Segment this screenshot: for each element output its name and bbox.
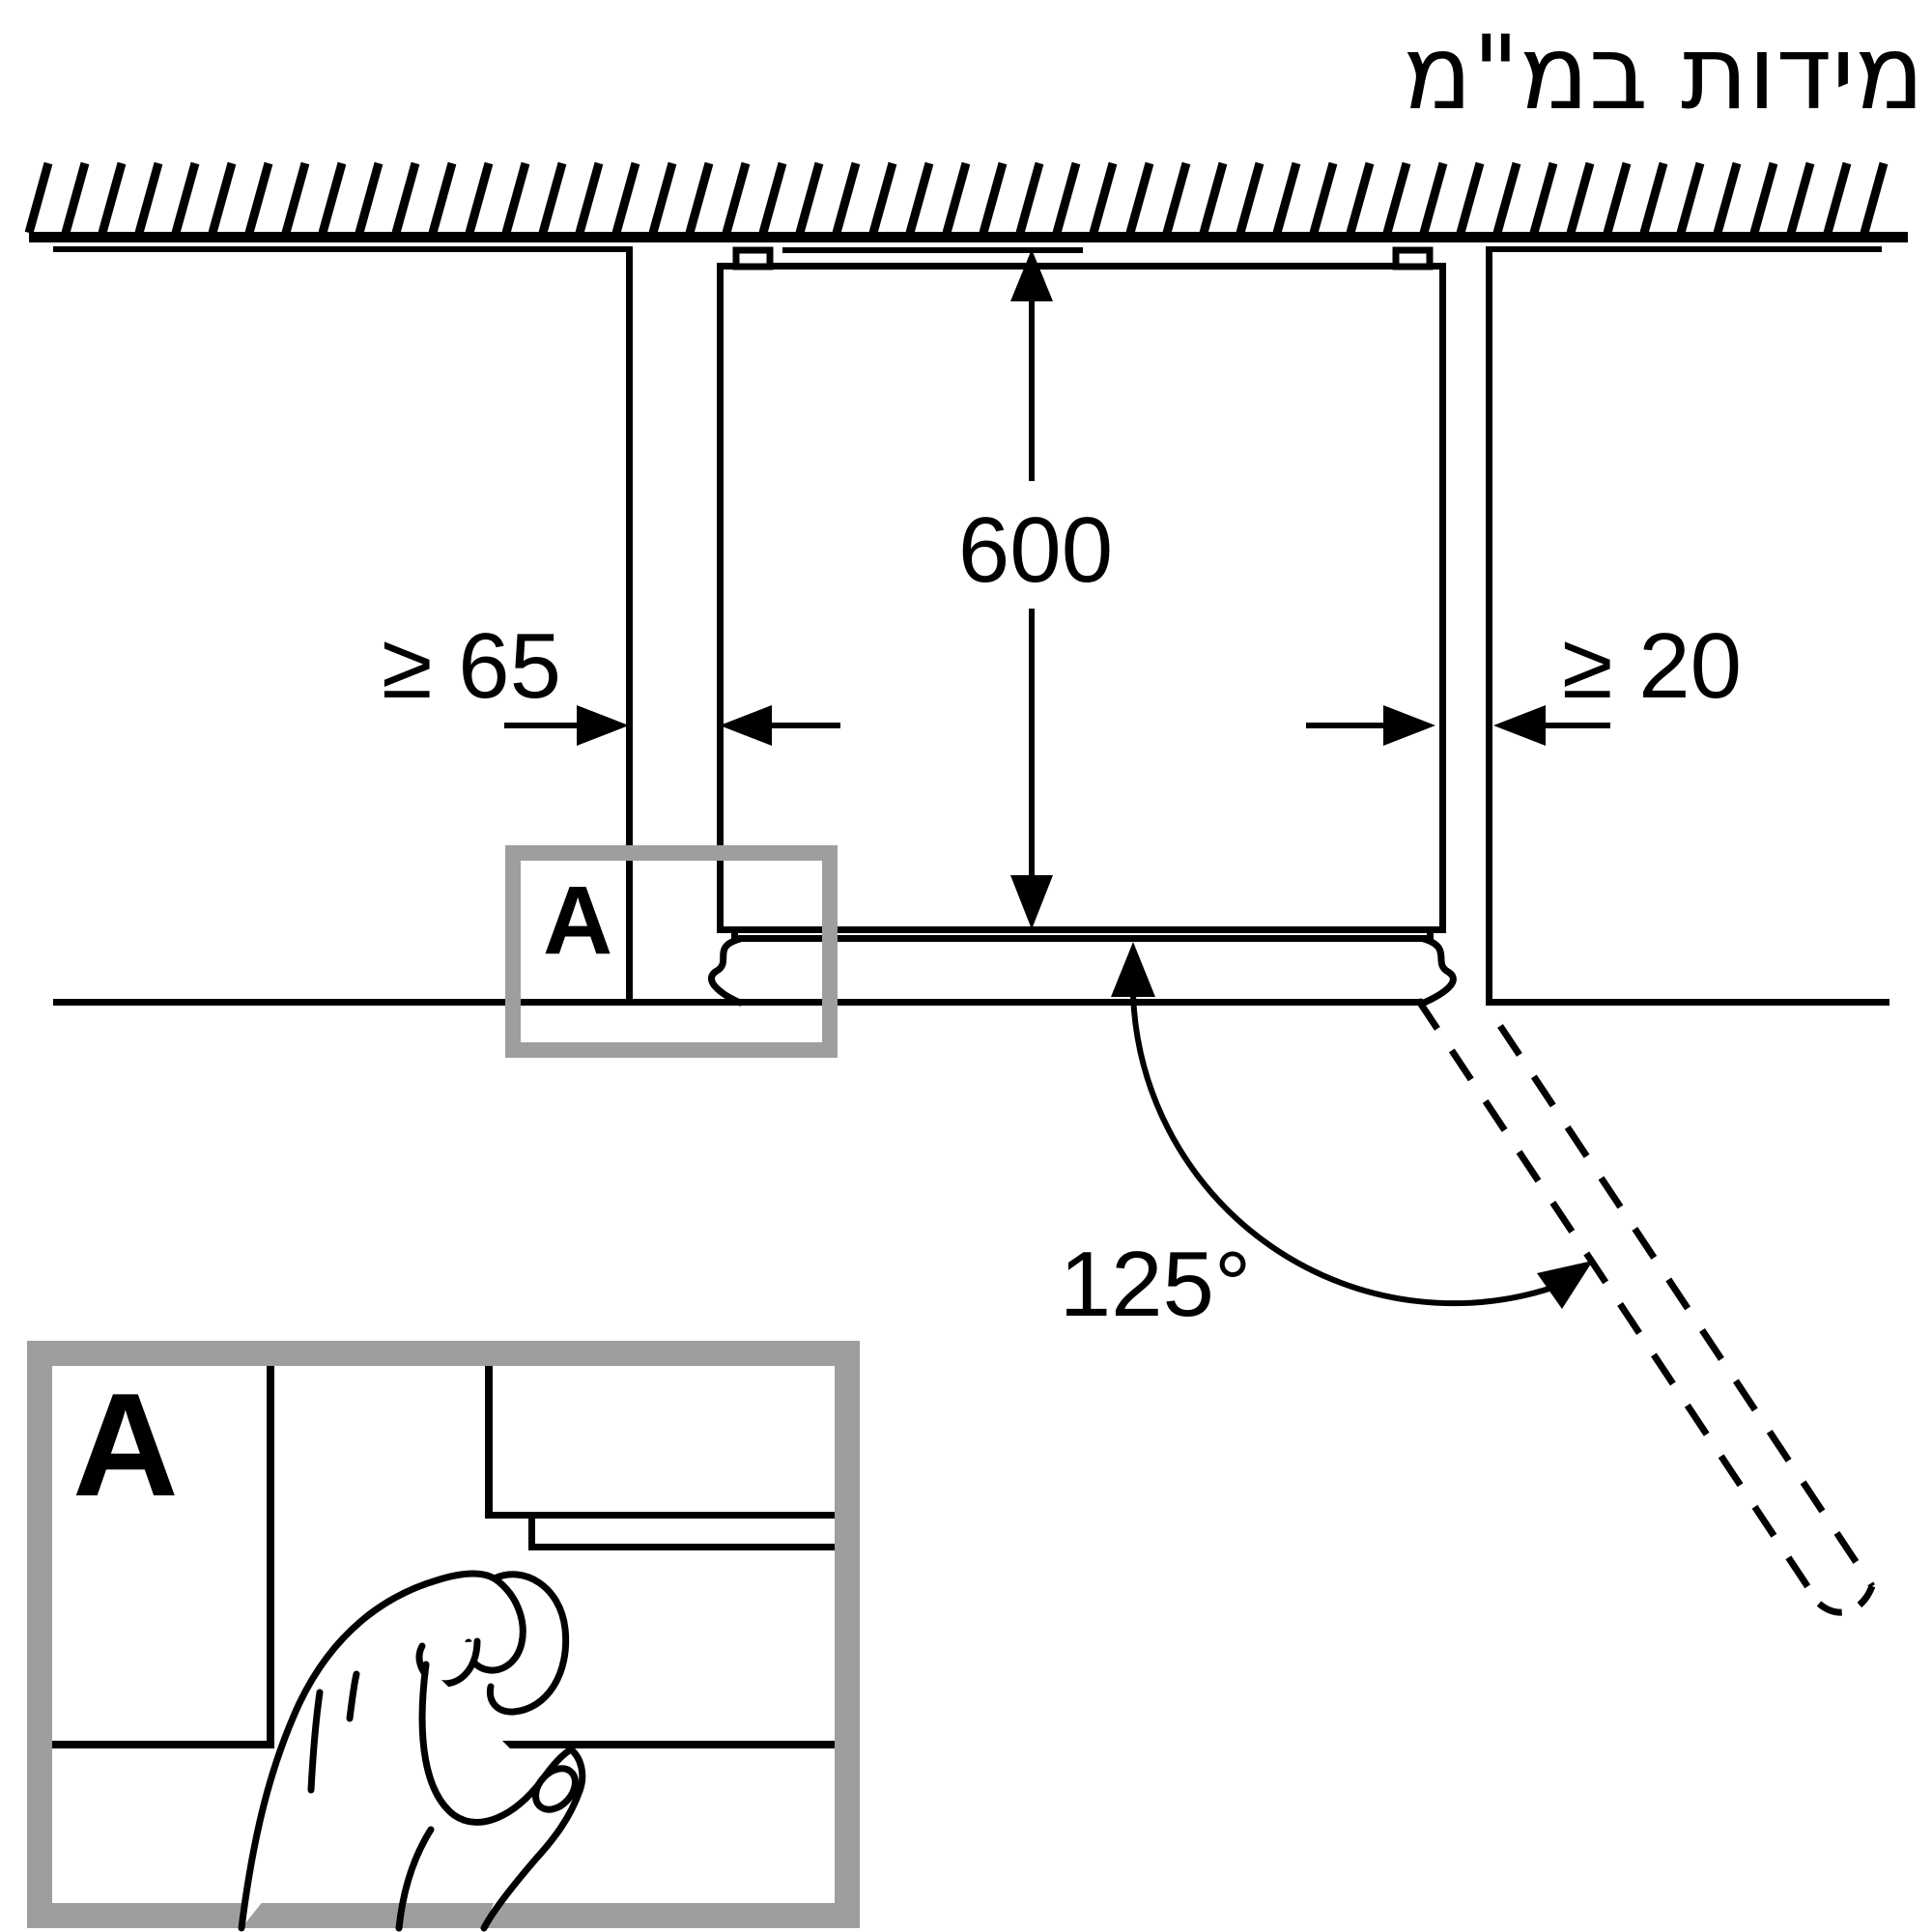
door-open-dashed [1415,998,1876,1616]
appliance-front-line [717,926,1446,933]
detail-appliance [485,1366,835,1748]
callout-a-frame: A [505,845,838,1058]
wall-spacer-right [1392,246,1434,270]
hand-illustration [238,1570,586,1932]
door-closed [708,928,1457,1007]
detail-cabinet [52,1366,274,1748]
dim-right-clearance [1306,705,1610,746]
dim-depth-600 [1010,249,1053,929]
detail-a-label: A [72,1363,179,1527]
rear-wall-hatch [24,161,1908,242]
door-break-left [708,935,744,1007]
left-clearance-label: ≥ 65 [382,614,561,718]
door-swing-arc [1111,942,1593,1309]
right-wall [1486,246,1889,1006]
title-dimensions-in-mm: מידות במ"מ [1403,14,1924,132]
left-cabinet [53,246,633,1005]
door-break-right [1420,935,1457,1007]
right-clearance-label: ≥ 20 [1562,614,1742,718]
thumbnail-nail [532,1765,579,1813]
arc-arrowhead-up [1111,942,1155,997]
ceiling-line [29,232,1908,242]
door-grip-edge [486,1571,570,1716]
door-angle-label: 125° [1060,1233,1252,1336]
appliance-back-offset-line [782,247,1083,253]
dim-left-clearance [504,705,840,746]
detail-a-view: A [27,1341,860,1932]
callout-a-label: A [543,867,612,975]
wall-spacer-left [732,246,774,270]
depth-dimension-label: 600 [958,498,1113,602]
arc-arrowhead-door [1537,1261,1593,1309]
appliance-outline [717,246,1446,933]
